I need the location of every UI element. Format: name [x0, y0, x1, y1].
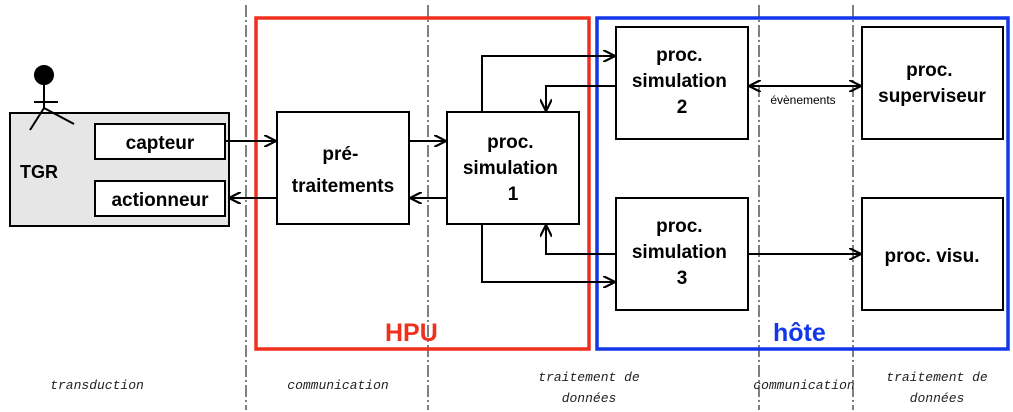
pretraitements-line-2: traitements	[292, 176, 394, 197]
pretraitements-box	[276, 111, 410, 225]
sim1-box	[446, 111, 580, 225]
sim2-label: proc. simulation 2	[632, 45, 732, 118]
sim2-line-1: proc.	[656, 45, 702, 66]
tgr-label: TGR	[20, 162, 58, 182]
actionneur-label: actionneur	[111, 190, 209, 211]
phase-labels: transduction communication traitement de…	[50, 370, 988, 406]
sim1-line-3: 1	[508, 184, 519, 205]
superviseur-box	[861, 26, 1004, 140]
hpu-label: HPU	[385, 319, 438, 347]
connections	[225, 56, 860, 282]
arrow-sim3-to-sim1	[546, 226, 616, 255]
sim3-line-3: 3	[677, 268, 688, 289]
tgr-actor: TGR capteur actionneur	[9, 65, 230, 227]
phase-traitement-2-line-2: données	[910, 391, 965, 406]
arrow-sim2-to-sim1	[546, 85, 616, 110]
phase-traitement-1-line-2: données	[562, 391, 617, 406]
host-label: hôte	[773, 319, 826, 347]
arrow-sim1-to-sim2	[481, 56, 614, 112]
sim3-box	[615, 197, 749, 311]
superviseur-line-2: superviseur	[878, 86, 986, 107]
sim3-line-2: simulation	[632, 242, 727, 263]
superviseur-line-1: proc.	[906, 60, 952, 81]
phase-communication-1: communication	[287, 378, 388, 393]
visu-label: proc. visu.	[884, 246, 979, 267]
sim3-line-1: proc.	[656, 216, 702, 237]
sim3-label: proc. simulation 3	[632, 216, 732, 289]
hpu-region	[254, 16, 591, 351]
arrow-sim1-to-sim3	[481, 224, 614, 282]
actionneur-box	[94, 180, 226, 217]
capteur-label: capteur	[126, 133, 195, 154]
phase-traitement-1-line-1: traitement de	[538, 370, 640, 385]
sim2-box	[615, 26, 749, 140]
phase-traitement-2-line-1: traitement de	[886, 370, 988, 385]
host-region	[595, 16, 1010, 351]
pretraitements-label: pré- traitements	[292, 144, 394, 197]
superviseur-label: proc. superviseur	[878, 60, 986, 107]
sim1-label: proc. simulation 1	[463, 132, 563, 205]
visu-box	[861, 197, 1004, 311]
phase-communication-2: communication	[753, 378, 854, 393]
phase-transduction: transduction	[50, 378, 144, 393]
sim2-line-3: 2	[677, 97, 688, 118]
phase-separators	[245, 5, 854, 410]
stick-figure-icon	[29, 65, 75, 131]
sim1-line-2: simulation	[463, 158, 558, 179]
sim2-line-2: simulation	[632, 71, 727, 92]
sim1-line-1: proc.	[487, 132, 533, 153]
pretraitements-line-1: pré-	[322, 144, 358, 165]
evenements-label: évènements	[770, 93, 835, 107]
